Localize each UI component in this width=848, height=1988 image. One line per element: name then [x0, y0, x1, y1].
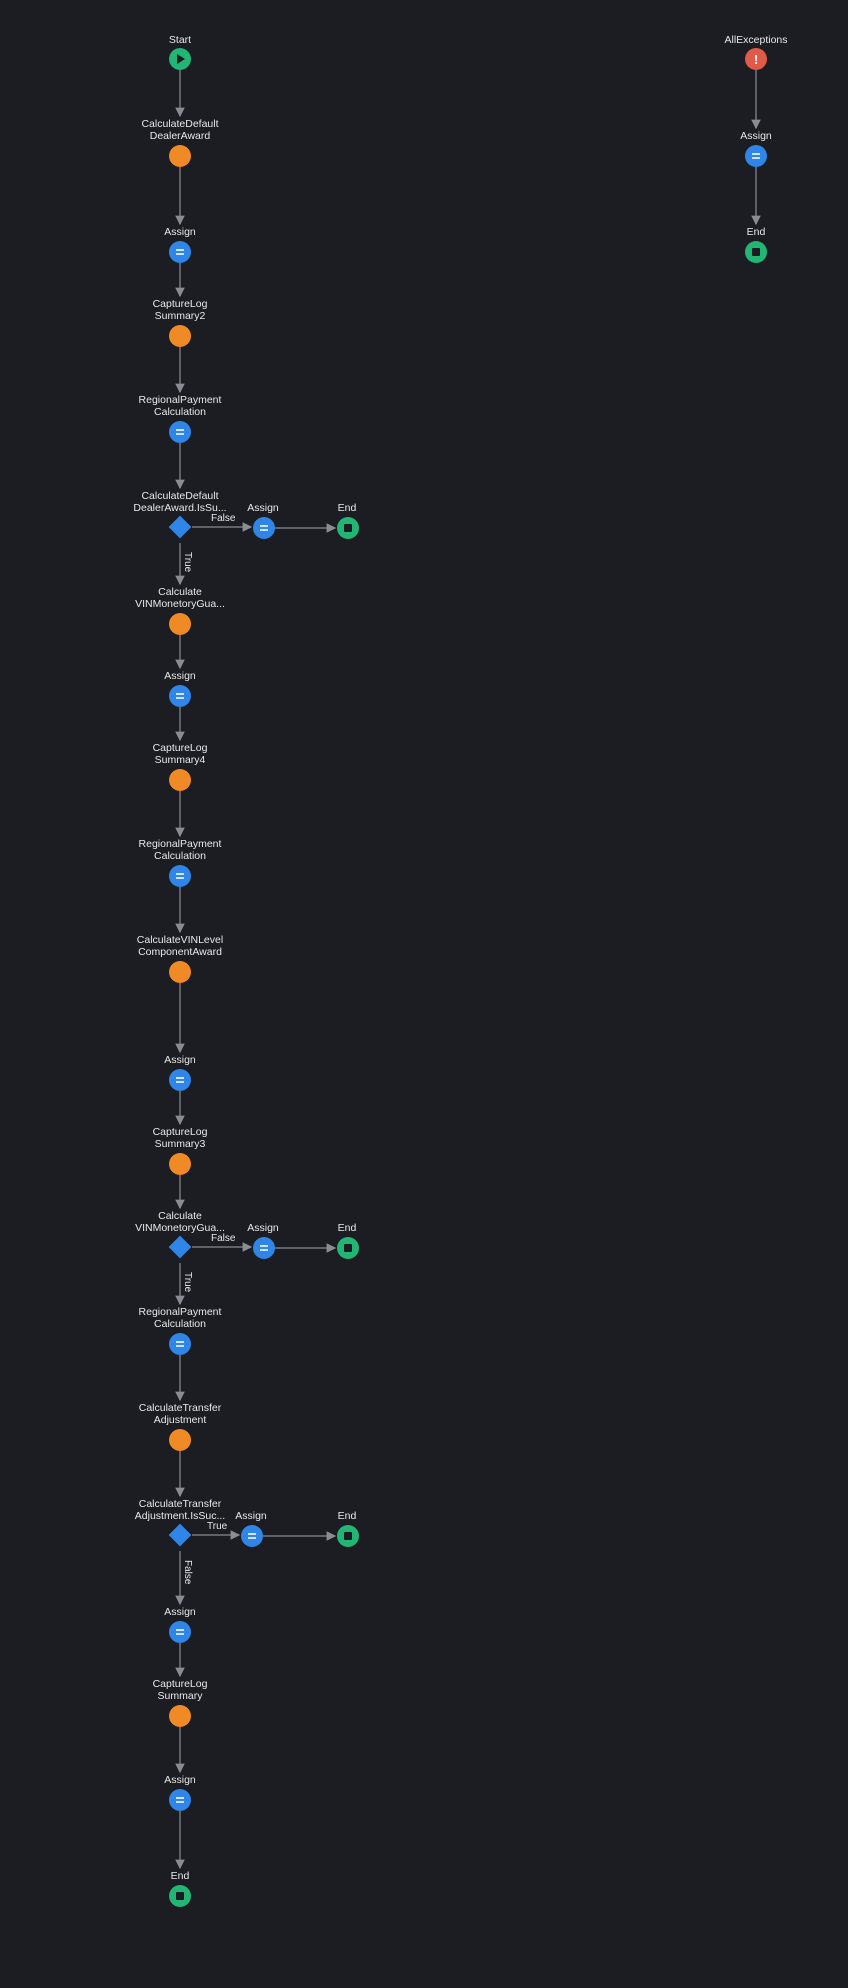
edge-label-if1-false: False — [211, 513, 236, 524]
node-label-exc-assign: Assign — [740, 130, 772, 142]
equals-icon — [176, 873, 184, 879]
node-label-if1-end: End — [337, 502, 357, 514]
assign-node-5[interactable] — [169, 1789, 191, 1811]
assign-node-regional-payment-2[interactable] — [169, 865, 191, 887]
alert-icon: ! — [753, 51, 759, 67]
equals-icon — [176, 429, 184, 435]
assign-node-exception[interactable] — [745, 145, 767, 167]
action-node-calculate-default-dealer-award[interactable] — [169, 145, 191, 167]
equals-icon — [752, 153, 760, 159]
node-label-capture-log-summary3: CaptureLog Summary3 — [152, 1126, 208, 1150]
assign-node-4[interactable] — [169, 1621, 191, 1643]
edge-label-if1-true: True — [182, 552, 193, 573]
stop-icon — [344, 524, 352, 532]
end-node[interactable] — [169, 1885, 191, 1907]
node-label-calculate-vin-monetory-1: Calculate VINMonetoryGua... — [135, 586, 225, 610]
stop-icon — [344, 1532, 352, 1540]
action-node-capture-log-summary[interactable] — [169, 1705, 191, 1727]
node-label-end: End — [170, 1870, 190, 1882]
node-label-if-vin-monetory: Calculate VINMonetoryGua... — [135, 1210, 225, 1234]
node-label-if-transfer-adjustment: CalculateTransfer Adjustment.IsSuc... — [134, 1498, 226, 1522]
node-label-if1-assign: Assign — [247, 502, 279, 514]
equals-icon — [176, 1797, 184, 1803]
assign-node-if3-true[interactable] — [241, 1525, 263, 1547]
end-node-exception[interactable] — [745, 241, 767, 263]
node-label-all-exceptions: AllExceptions — [724, 34, 788, 46]
end-node-if1[interactable] — [337, 517, 359, 539]
edge-label-if3-true: True — [207, 1521, 228, 1532]
end-node-if3[interactable] — [337, 1525, 359, 1547]
node-label-regional-payment-2: RegionalPayment Calculation — [138, 838, 222, 862]
node-label-if2-end: End — [337, 1222, 357, 1234]
end-node-if2[interactable] — [337, 1237, 359, 1259]
node-label-assign-1: Assign — [164, 226, 196, 238]
equals-icon — [176, 1341, 184, 1347]
node-label-start: Start — [168, 34, 192, 46]
stop-icon — [344, 1244, 352, 1252]
node-label-assign-3: Assign — [164, 1054, 196, 1066]
node-label-if2-assign: Assign — [247, 1222, 279, 1234]
assign-node-3[interactable] — [169, 1069, 191, 1091]
node-label-capture-log-summary4: CaptureLog Summary4 — [152, 742, 208, 766]
equals-icon — [176, 249, 184, 255]
assign-node-regional-payment-3[interactable] — [169, 1333, 191, 1355]
node-label-assign-5: Assign — [164, 1774, 196, 1786]
equals-icon — [260, 525, 268, 531]
stop-icon — [752, 248, 760, 256]
node-label-if-default-dealer-award: CalculateDefault DealerAward.IsSu... — [133, 490, 227, 514]
node-label-regional-payment-3: RegionalPayment Calculation — [138, 1306, 222, 1330]
node-label-calculate-default-dealer-award: CalculateDefault DealerAward — [141, 118, 219, 142]
stop-icon — [176, 1892, 184, 1900]
play-icon — [177, 54, 185, 64]
start-node[interactable] — [169, 48, 191, 70]
node-label-assign-2: Assign — [164, 670, 196, 682]
action-node-calculate-vin-level-component[interactable] — [169, 961, 191, 983]
equals-icon — [176, 1629, 184, 1635]
action-node-capture-log-summary4[interactable] — [169, 769, 191, 791]
node-label-if3-end: End — [337, 1510, 357, 1522]
action-node-calculate-vin-monetory[interactable] — [169, 613, 191, 635]
node-label-regional-payment-1: RegionalPayment Calculation — [138, 394, 222, 418]
action-node-capture-log-summary3[interactable] — [169, 1153, 191, 1175]
edge-label-if3-false: False — [182, 1560, 193, 1585]
exception-handler-node[interactable]: ! — [745, 48, 767, 70]
assign-node-1[interactable] — [169, 241, 191, 263]
action-node-calculate-transfer-adjustment[interactable] — [169, 1429, 191, 1451]
equals-icon — [260, 1245, 268, 1251]
node-label-if3-assign: Assign — [235, 1510, 267, 1522]
node-label-capture-log-summary: CaptureLog Summary — [152, 1678, 208, 1702]
equals-icon — [248, 1533, 256, 1539]
assign-node-if1-false[interactable] — [253, 517, 275, 539]
assign-node-if2-false[interactable] — [253, 1237, 275, 1259]
node-label-assign-4: Assign — [164, 1606, 196, 1618]
assign-node-2[interactable] — [169, 685, 191, 707]
edge-label-if2-true: True — [182, 1272, 193, 1293]
node-label-capture-log-summary2: CaptureLog Summary2 — [152, 298, 208, 322]
assign-node-regional-payment-1[interactable] — [169, 421, 191, 443]
edge-label-if2-false: False — [211, 1233, 236, 1244]
node-label-calculate-vin-level-component: CalculateVINLevel ComponentAward — [136, 934, 224, 958]
equals-icon — [176, 1077, 184, 1083]
node-label-exc-end: End — [746, 226, 766, 238]
action-node-capture-log-summary2[interactable] — [169, 325, 191, 347]
node-label-calculate-transfer-adjustment: CalculateTransfer Adjustment — [138, 1402, 222, 1426]
equals-icon — [176, 693, 184, 699]
